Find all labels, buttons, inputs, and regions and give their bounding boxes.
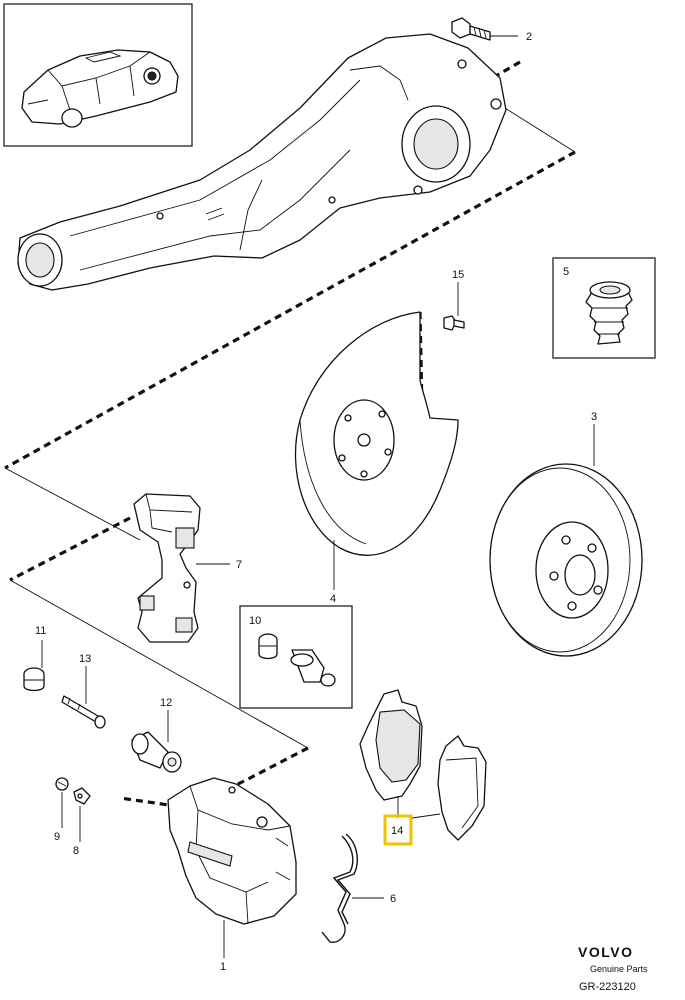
brand-tagline: Genuine Parts [590, 964, 648, 974]
guide-pin-part-13 [61, 695, 106, 729]
bump-stop-part-5 [552, 257, 656, 359]
part-labels: 2 15 5 3 7 4 10 11 13 12 9 8 6 1 14 [35, 31, 597, 973]
highlight-box-part-14 [383, 814, 413, 846]
car-thumbnail [3, 3, 193, 147]
drawing-reference: GR-223120 [579, 981, 636, 993]
label-part-14: 14 [391, 825, 403, 837]
label-part-12: 12 [160, 697, 172, 709]
label-part-2: 2 [526, 31, 532, 43]
dust-cap-part-9 [55, 777, 69, 791]
label-part-10: 10 [249, 615, 261, 627]
splash-shield-part-4 [294, 311, 459, 556]
anti-rattle-spring-part-6 [321, 833, 358, 943]
label-part-5: 5 [563, 266, 569, 278]
label-part-13: 13 [79, 653, 91, 665]
bushing-part-11 [23, 667, 45, 692]
label-part-9: 9 [54, 831, 60, 843]
label-part-11: 11 [35, 625, 46, 637]
label-part-1: 1 [220, 961, 226, 973]
label-part-4: 4 [330, 593, 336, 605]
label-part-6: 6 [390, 893, 396, 905]
brake-caliper-part-1 [167, 777, 297, 925]
bolt-part-2 [451, 17, 491, 41]
bolt-part-12 [131, 731, 182, 773]
bolt-part-15 [443, 315, 465, 331]
car-thumbnail-icon [21, 49, 179, 128]
brand-name: VOLVO [578, 944, 633, 960]
leader-lines [41, 35, 595, 958]
brake-pads-part-14 [359, 689, 487, 841]
caliper-carrier-part-7 [133, 493, 201, 643]
label-part-7: 7 [236, 559, 242, 571]
label-part-15: 15 [452, 269, 464, 281]
trailing-arm-subframe [17, 33, 507, 291]
brand-block: VOLVO Genuine Parts GR-223120 [578, 944, 648, 993]
bleed-screw-part-8 [73, 787, 91, 805]
brake-disc-part-3 [489, 463, 643, 657]
label-part-8: 8 [73, 845, 79, 857]
guide-pin-kit-part-10 [239, 605, 353, 709]
label-part-3: 3 [591, 411, 597, 423]
